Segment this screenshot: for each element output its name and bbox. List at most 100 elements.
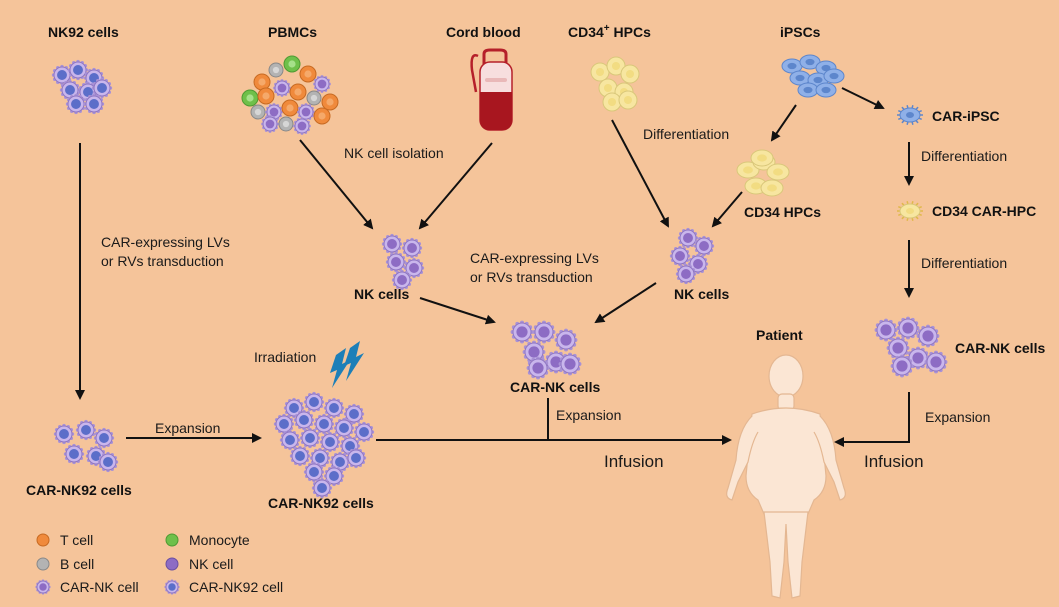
b-cell xyxy=(278,116,294,132)
arrow-infusion-right xyxy=(834,392,910,447)
car-nk92-cell xyxy=(313,413,335,435)
label-differentiation-right-1: Differentiation xyxy=(921,148,1007,164)
label-car-nk92-left: CAR-NK92 cells xyxy=(26,482,132,498)
nk-cell xyxy=(293,117,311,135)
t-cell xyxy=(321,93,339,111)
nk92-cell xyxy=(91,77,113,99)
car-nk92-cell xyxy=(311,477,333,499)
hpc-cell xyxy=(606,56,626,76)
ipsc-cell xyxy=(789,70,811,86)
label-nk-cells-right: NK cells xyxy=(674,286,729,302)
nk-cell xyxy=(297,103,315,121)
t-cell xyxy=(257,87,275,105)
cord-blood-bag-icon xyxy=(470,48,513,131)
car-nk-cell xyxy=(522,340,546,364)
label-nk-isolation: NK cell isolation xyxy=(344,145,444,161)
car-nk-cell xyxy=(916,324,940,348)
label-cord-blood: Cord blood xyxy=(446,24,521,40)
car-nk-cell xyxy=(554,328,578,352)
nk92-cell xyxy=(83,93,105,115)
nk-cell xyxy=(401,237,423,259)
t-cell xyxy=(289,83,307,101)
lightning-icon xyxy=(330,341,364,388)
label-transduction-left-2: or RVs transduction xyxy=(101,253,224,269)
label-cd34-hpcs-source: CD34+ HPCs xyxy=(568,23,651,40)
label-patient: Patient xyxy=(756,327,803,343)
legend-item-car-nk92-cell: CAR-NK92 cell xyxy=(164,579,283,595)
ipsc-cell xyxy=(797,82,819,98)
hpc-cell xyxy=(750,149,774,167)
legend-item-monocyte: Monocyte xyxy=(165,532,250,548)
legend-item-nk-cell: NK cell xyxy=(165,556,233,572)
arrow-nk-left-to-car-nk xyxy=(419,297,496,325)
ipsc-cell xyxy=(815,82,837,98)
nk-cell xyxy=(693,235,715,257)
car-nk92-cell xyxy=(323,465,345,487)
label-infusion-right: Infusion xyxy=(864,452,924,471)
car-nk-cell xyxy=(886,336,910,360)
hpc-cell xyxy=(620,64,640,84)
ipsc-cell xyxy=(823,68,845,84)
hpc-cell xyxy=(766,163,790,181)
legend-swatch-monocyte xyxy=(165,533,179,547)
car-nk92-cell xyxy=(97,451,119,473)
car-nk-cell xyxy=(532,320,556,344)
label-car-ipsc: CAR-iPSC xyxy=(932,108,1000,124)
legend-car-nk-glyph xyxy=(35,579,51,595)
label-transduction-mid-2: or RVs transduction xyxy=(470,269,593,285)
label-pbmcs: PBMCs xyxy=(268,24,317,40)
car-ipsc-icon xyxy=(897,105,923,125)
monocyte xyxy=(283,55,301,73)
hpc-cell xyxy=(602,92,622,112)
label-ipscs: iPSCs xyxy=(780,24,821,40)
t-cell xyxy=(281,99,299,117)
car-hpc-icon xyxy=(897,201,923,221)
nk-cell xyxy=(313,75,331,93)
label-nk92-cells: NK92 cells xyxy=(48,24,119,40)
b-cell xyxy=(268,62,284,78)
car-nk-cell xyxy=(526,356,550,380)
legend-label: NK cell xyxy=(189,556,233,572)
nk-cell xyxy=(381,233,403,255)
nk92-cell xyxy=(67,59,89,81)
label-cd34-hpcs: CD34 HPCs xyxy=(744,204,821,220)
car-nk92-cell xyxy=(75,419,97,441)
t-cell xyxy=(299,65,317,83)
legend: T cell Monocyte B cell NK cell CAR-NK ce… xyxy=(35,532,283,595)
legend-car-nk92-glyph xyxy=(164,579,180,595)
car-nk92-cell xyxy=(319,431,341,453)
legend-item-t-cell: T cell xyxy=(36,532,93,548)
nk-cell xyxy=(669,245,691,267)
label-nk-cells-left: NK cells xyxy=(354,286,409,302)
label-car-nk-right: CAR-NK cells xyxy=(955,340,1045,356)
cell-clusters xyxy=(51,54,948,499)
arrow-ipsc-to-car-ipsc xyxy=(841,87,885,109)
arrow-nk-right-to-car-nk xyxy=(594,282,657,324)
car-nk92-cell xyxy=(333,417,355,439)
legend-label: CAR-NK cell xyxy=(60,579,139,595)
hpc-cell xyxy=(760,179,784,197)
legend-label: T cell xyxy=(60,532,93,548)
label-expansion-right: Expansion xyxy=(925,409,990,425)
label-expansion-left: Expansion xyxy=(155,420,220,436)
nk92-cell xyxy=(51,64,73,86)
legend-label: CAR-NK92 cell xyxy=(189,579,283,595)
car-nk92-cell xyxy=(303,391,325,413)
legend-label: Monocyte xyxy=(189,532,250,548)
nk-cell xyxy=(675,263,697,285)
car-nk92-cell xyxy=(345,447,367,469)
car-nk92-cell xyxy=(303,461,325,483)
car-nk92-cell xyxy=(53,423,75,445)
car-nk92-cell xyxy=(293,409,315,431)
legend-swatch-car-nk92-cell xyxy=(164,579,180,595)
car-nk92-cell xyxy=(323,397,345,419)
car-nk-cell xyxy=(896,316,920,340)
arrow-cd34-to-nk xyxy=(611,119,669,228)
hpc-cell xyxy=(736,161,760,179)
label-infusion-center: Infusion xyxy=(604,452,664,471)
car-nk92-cell xyxy=(283,397,305,419)
legend-swatch-t-cell xyxy=(36,533,50,547)
label-differentiation-right-2: Differentiation xyxy=(921,255,1007,271)
nk-cell xyxy=(273,79,291,97)
